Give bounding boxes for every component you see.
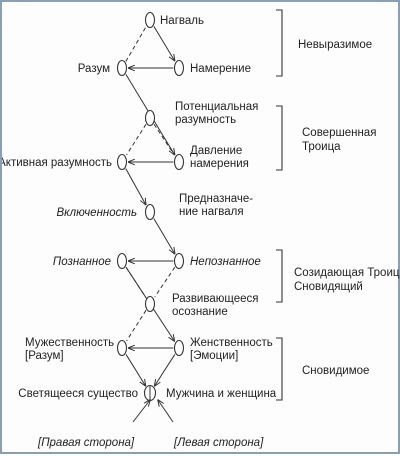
bracket-g2 — [276, 105, 283, 171]
label-svet: Светящееся существо — [18, 388, 138, 400]
group-label-g2-1: Троица — [302, 141, 341, 153]
label-potential-line2: разумность — [175, 114, 236, 126]
node-namerenie — [173, 59, 185, 77]
edge-vkl-nepoznannoe — [153, 218, 175, 254]
node-nagval — [144, 11, 156, 29]
edge-razv-muzh — [126, 310, 147, 342]
label-razv: Развивающееся — [172, 293, 258, 305]
group-label-g2-0: Совершенная — [302, 127, 376, 139]
node-zhensk — [173, 339, 185, 357]
group-label-g3-1: Сновидящий — [294, 281, 363, 293]
label-razv-line2: осознание — [172, 306, 228, 318]
node-potential — [144, 109, 156, 127]
node-poznannoe — [116, 252, 128, 270]
label-prednazn-line2: ние нагваля — [179, 206, 244, 218]
label-davlenie: Давление — [190, 145, 242, 157]
label-zhensk: Женственность — [190, 337, 273, 349]
left-side-label: [Левая сторона] — [173, 437, 264, 449]
group-label-g3-0: Созидающая Троица — [294, 267, 400, 279]
edge-potential-active — [126, 124, 147, 156]
bracket-g3 — [276, 249, 283, 303]
node-davlenie — [173, 153, 185, 171]
edge-zhensk-svet — [155, 354, 176, 386]
edge-nepoznannoe-razv — [154, 266, 176, 298]
node-vkl — [144, 203, 156, 221]
label-namerenie: Намерение — [190, 63, 251, 75]
node-active — [116, 153, 128, 171]
nodes-layer — [116, 11, 185, 402]
label-muzh-line2: [Разум] — [25, 350, 64, 362]
label-vkl: Включенность — [57, 207, 138, 219]
label-mzh: Мужчина и женщина — [166, 388, 277, 400]
node-razum — [116, 59, 128, 77]
label-davlenie-line2: намерения — [190, 158, 249, 170]
edge-potential-davlenie — [153, 124, 175, 156]
label-poznannoe: Познанное — [53, 256, 111, 268]
label-potential: Потенциальная — [175, 101, 258, 113]
group-label-g1-0: Невыразимое — [298, 39, 372, 51]
label-nepoznannoe: Непознанное — [190, 256, 261, 268]
label-prednazn: Предназначе- — [179, 193, 253, 205]
label-nagval: Нагваль — [160, 15, 204, 27]
label-active: Активная разумность — [2, 157, 112, 169]
edge-razum-nagval — [125, 27, 147, 62]
bottom-layer: [Правая сторона] [Левая сторона] — [37, 400, 264, 449]
label-razum: Разум — [78, 63, 110, 75]
group-label-g4-0: Сновидимое — [302, 365, 369, 377]
node-muzh — [116, 339, 128, 357]
label-muzh: Мужественность — [25, 337, 114, 349]
label-zhensk-line2: [Эмоции] — [190, 350, 238, 362]
bracket-g4 — [276, 337, 283, 401]
right-side-label: [Правая сторона] — [37, 437, 135, 449]
edge-muzh-svet — [125, 354, 146, 385]
node-razv — [144, 295, 156, 313]
edge-active-vkl — [125, 168, 146, 205]
edge-nagval-namerenie — [153, 26, 175, 60]
edges-layer — [125, 26, 176, 386]
bracket-g1 — [276, 9, 283, 77]
node-nepoznannoe — [173, 252, 185, 270]
node-svet — [143, 384, 157, 402]
